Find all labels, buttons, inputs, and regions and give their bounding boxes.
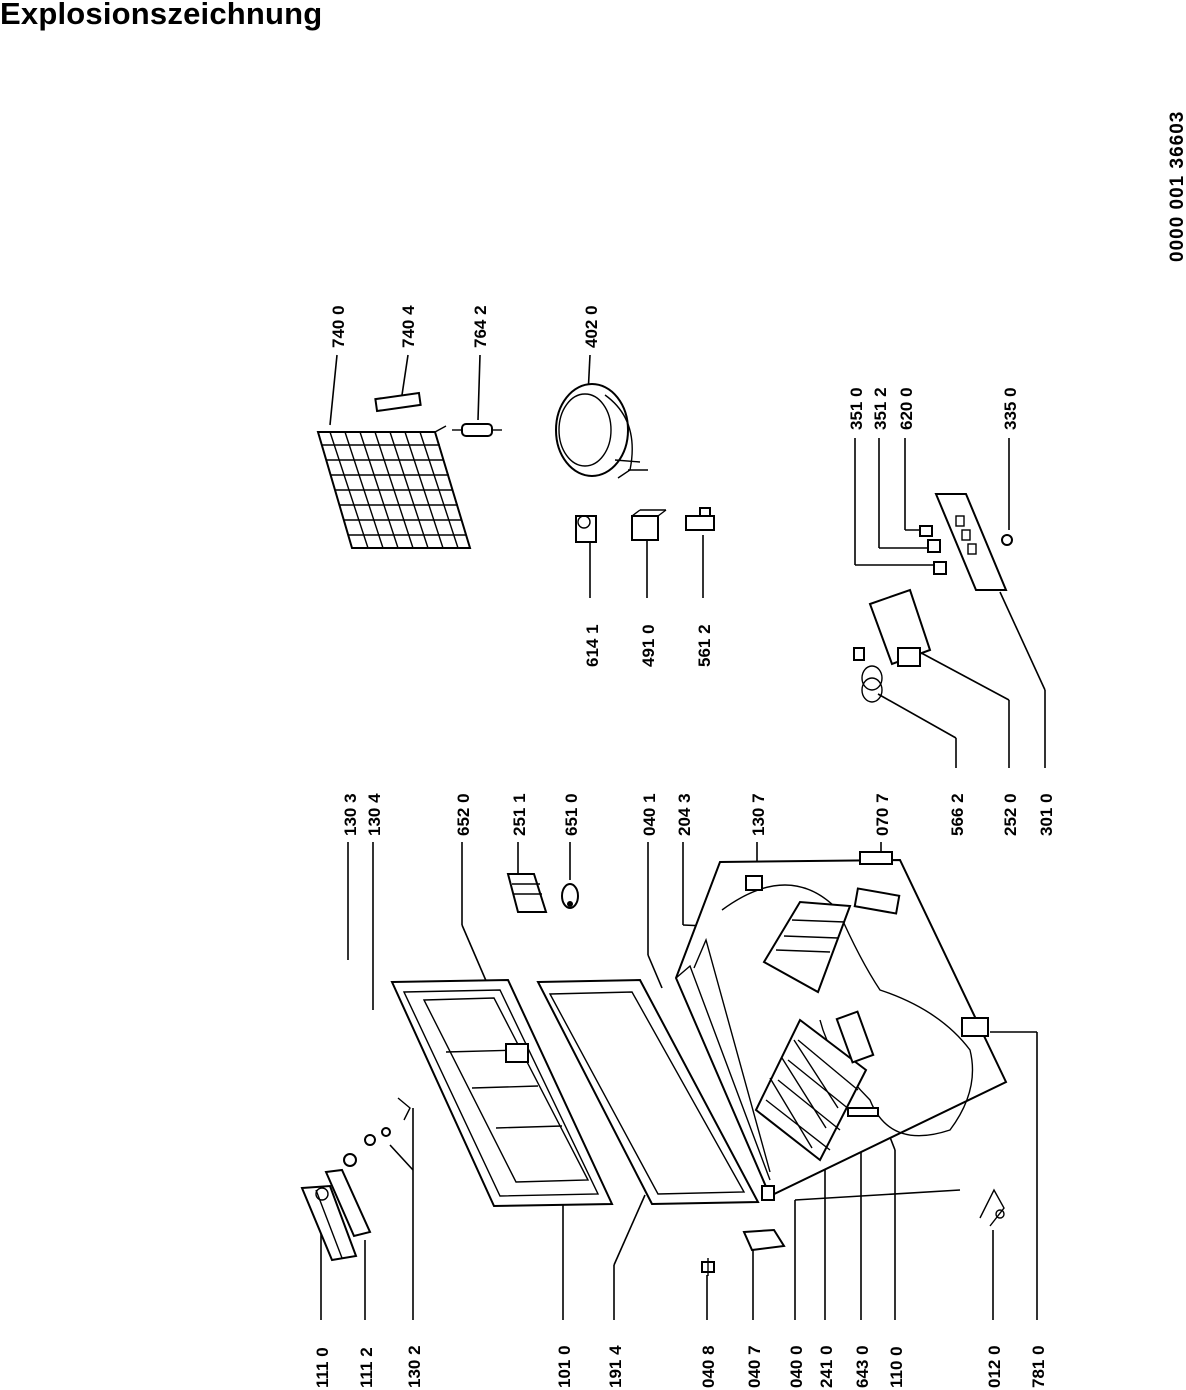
label-643-0: 643 0 [853,1345,872,1388]
clip-part [374,391,422,413]
label-101-0: 101 0 [555,1345,574,1388]
label-351-2: 351 2 [871,387,890,430]
label-491-0: 491 0 [639,624,658,667]
label-012-0: 012 0 [985,1345,1004,1388]
label-335-0: 335 0 [1001,387,1020,430]
page-title: Explosionszeichnung [0,0,323,31]
control-panel [919,493,1013,591]
clamp-part [685,507,715,531]
bracket-part [979,1188,1005,1227]
hinge-plate [324,1168,372,1238]
label-040-0: 040 0 [787,1345,806,1388]
clip-screw [381,1127,391,1137]
label-781-0: 781 0 [1029,1345,1048,1388]
hinge-cover [742,1228,786,1252]
label-402-0: 402 0 [582,305,601,348]
label-614-1: 614 1 [583,624,602,667]
label-651-0: 651 0 [562,793,581,836]
label-204-3: 204 3 [675,793,694,836]
lid-seal [536,978,760,1206]
label-652-0: 652 0 [454,793,473,836]
label-040-7: 040 7 [745,1345,764,1388]
lamp-part [561,883,579,909]
label-252-0: 252 0 [1001,793,1020,836]
top-labels: 740 0 740 4 764 2 402 0 351 0 351 2 620 … [329,305,1020,836]
label-040-8: 040 8 [699,1345,718,1388]
label-351-0: 351 0 [847,387,866,430]
bottom-labels: 111 0 111 2 130 2 101 0 191 4 040 8 040 … [313,1345,1048,1388]
label-191-4: 191 4 [606,1345,625,1388]
label-251-1: 251 1 [510,793,529,836]
label-561-2: 561 2 [695,624,714,667]
label-241-0: 241 0 [817,1345,836,1388]
label-740-0: 740 0 [329,305,348,348]
label-110-0: 110 0 [887,1346,906,1388]
condenser-coil [316,425,472,549]
light-frame [506,873,548,913]
label-070-7: 070 7 [873,793,892,836]
cabinet-body [674,851,1008,1201]
label-111-2: 111 2 [357,1347,376,1388]
label-566-2: 566 2 [948,793,967,836]
relay-cover [631,509,667,541]
label-130-7: 130 7 [749,793,768,836]
label-740-4: 740 4 [399,305,418,348]
label-130-3: 130 3 [341,793,360,836]
spring-part-a [343,1153,357,1167]
label-764-2: 764 2 [471,305,490,348]
hinge-part [300,1184,358,1262]
spring-part-b [364,1134,376,1146]
label-130-2: 130 2 [405,1345,424,1388]
label-301-0: 301 0 [1037,793,1056,836]
relay-part [575,515,597,543]
clip-wire [397,1097,411,1121]
filter-drier [452,423,502,437]
label-111-0: 111 0 [313,1347,332,1388]
lid-outer [390,978,614,1208]
parts [300,383,1013,1276]
label-620-0: 620 0 [897,387,916,430]
hinge-screw [701,1258,715,1276]
middle-labels: 614 1 491 0 561 2 566 2 252 0 301 0 [583,624,1056,836]
label-040-1: 040 1 [640,793,659,836]
label-130-4: 130 4 [365,793,384,836]
compressor [555,383,648,479]
thermostat [853,588,932,703]
